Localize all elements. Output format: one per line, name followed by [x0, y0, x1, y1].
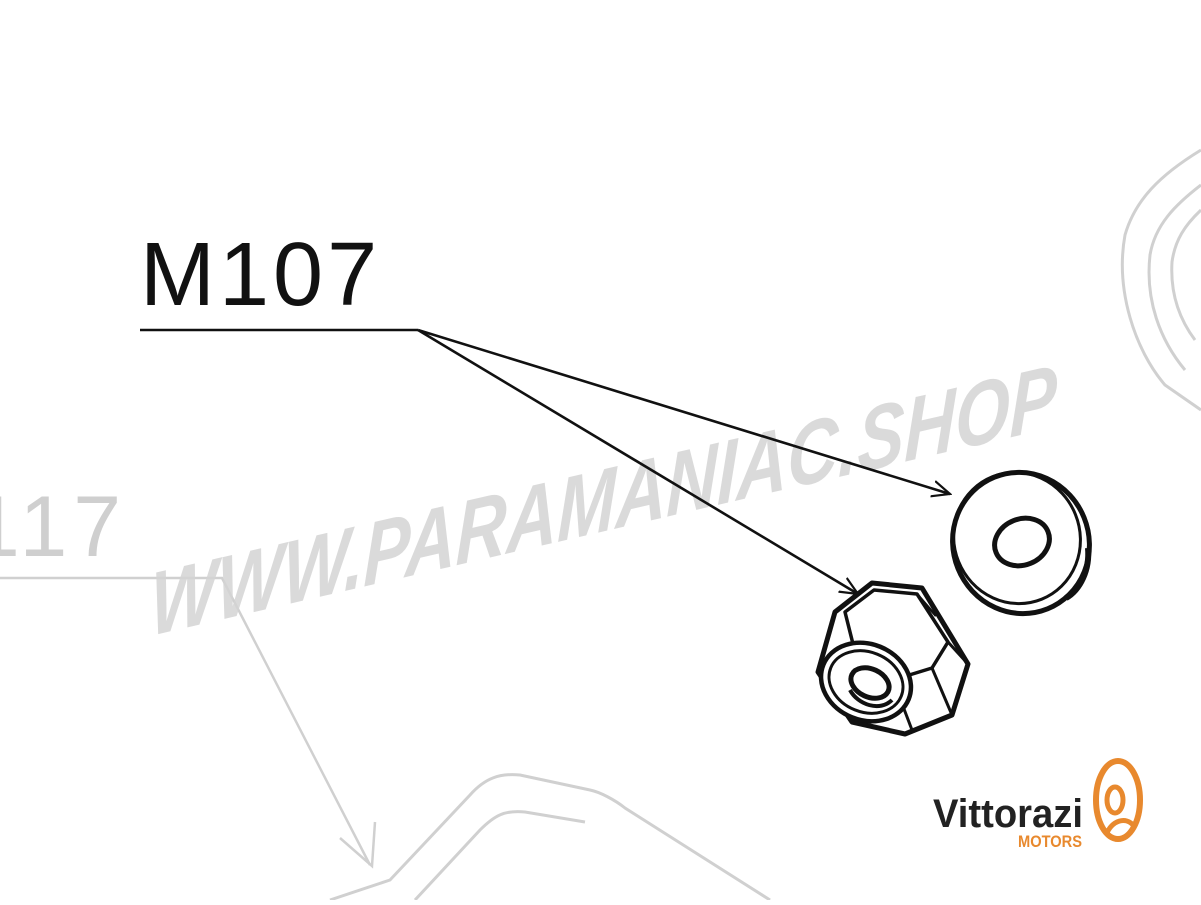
leader-to-washer [417, 328, 950, 494]
brand-tagline: MOTORS [1018, 832, 1082, 851]
part-label: M107 [140, 225, 381, 325]
ghost-housing-right-inner [1147, 183, 1201, 371]
ghost-housing-right-inner2 [1170, 208, 1201, 341]
leader-to-nut [417, 328, 858, 594]
brand-logo: Vittorazi MOTORS [933, 758, 1143, 851]
ghost-housing-bottom [329, 773, 771, 902]
ghost-arrowhead-117 [339, 821, 377, 869]
vittorazi-logo-icon [1093, 758, 1143, 842]
ghost-housing-bottom-inner [413, 810, 586, 902]
ghost-leader-117 [0, 576, 372, 866]
background-part-label: 117 [0, 479, 127, 575]
washer-icon [950, 469, 1092, 617]
brand-name: Vittorazi [933, 792, 1083, 836]
hex-nut-icon [815, 580, 971, 737]
background-parts [0, 148, 1201, 902]
ghost-housing-right [1120, 148, 1201, 412]
leader-lines [140, 328, 950, 594]
